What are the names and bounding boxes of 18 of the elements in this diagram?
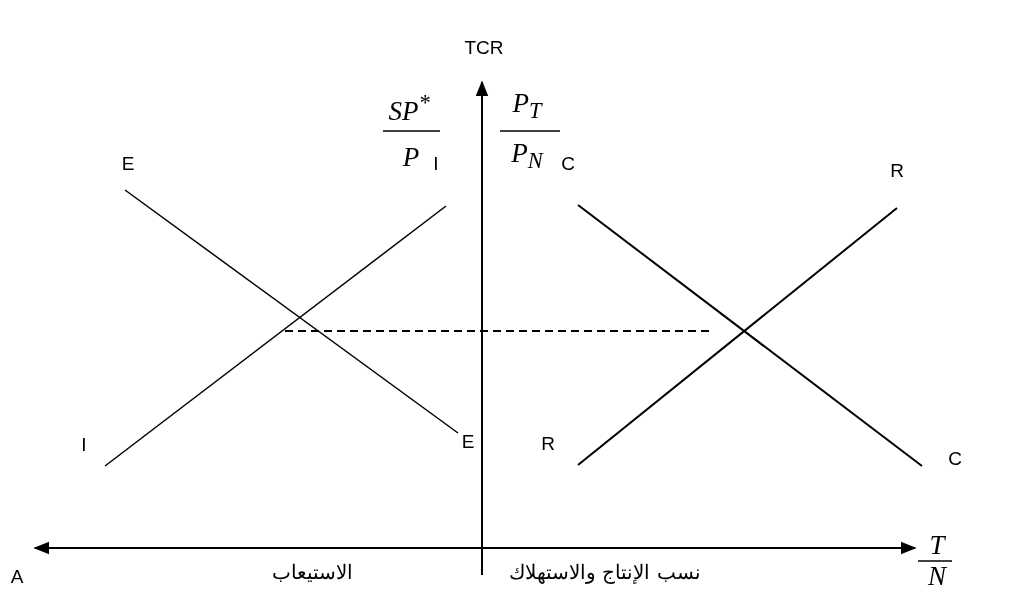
axis-label: A	[10, 566, 24, 586]
axis-title: TCR	[464, 37, 504, 57]
curve-label: C	[948, 448, 962, 468]
fraction-numerator: T	[929, 531, 945, 559]
fraction-denominator: P$_{N}$	[511, 139, 543, 173]
curve-label: R	[541, 433, 555, 453]
axis-caption: نسب الإنتاج والاستهلاك	[509, 562, 701, 582]
axis-caption: الاستيعاب	[271, 562, 353, 582]
fraction-numerator: SP$^{*}$	[388, 91, 430, 125]
curve-label: C	[561, 153, 575, 173]
fraction-denominator: P	[402, 143, 420, 171]
fraction-numerator: P$_{T}$	[512, 89, 542, 123]
curve-label: E	[461, 431, 475, 451]
fraction-denominator: N	[928, 562, 946, 590]
curve-label: R	[890, 160, 904, 180]
curve-label: I	[81, 434, 87, 454]
curve-label: I	[433, 153, 439, 173]
curve-label: E	[121, 153, 135, 173]
